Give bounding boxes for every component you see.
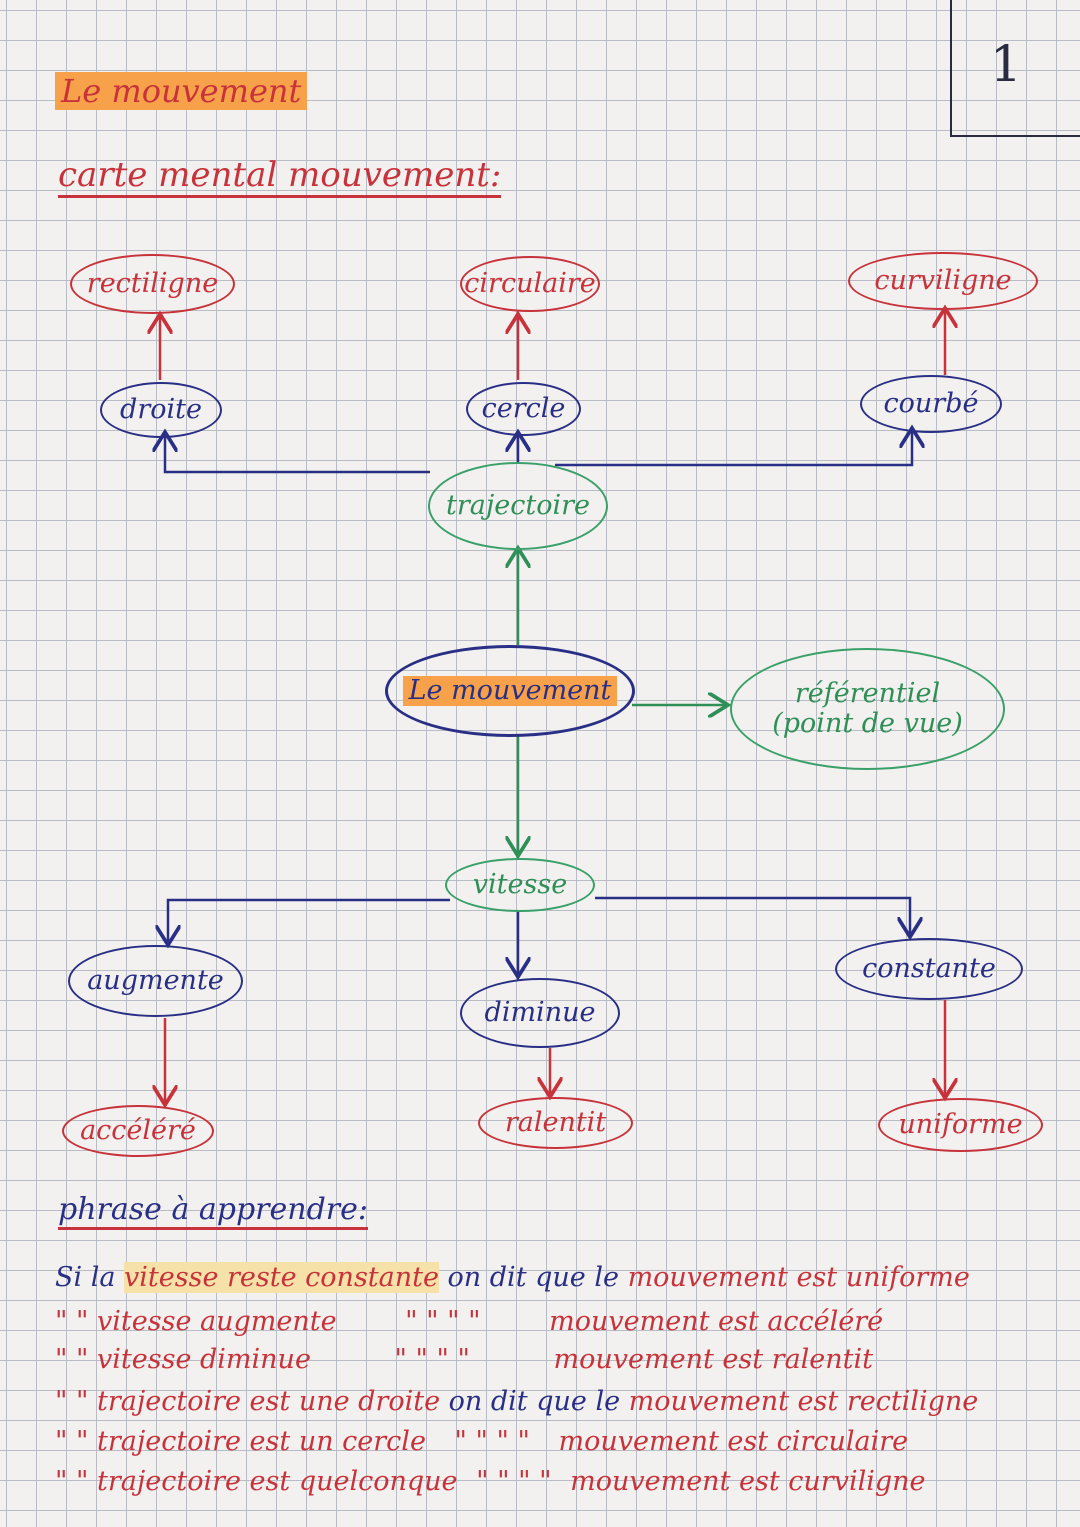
node-constante: constante [835, 938, 1023, 1000]
node-augmente: augmente [68, 945, 243, 1017]
node-diminue: diminue [460, 978, 620, 1048]
map-subtitle: carte mental mouvement: [58, 155, 502, 198]
node-circulaire: circulaire [460, 256, 600, 312]
node-uniforme: uniforme [878, 1098, 1043, 1152]
node-rectiligne: rectiligne [70, 254, 235, 314]
node-droite: droite [100, 382, 222, 438]
node-ralentit: ralentit [478, 1097, 633, 1149]
page-number: 1 [990, 35, 1022, 93]
sentence-1: Si la vitesse reste constante on dit que… [55, 1262, 970, 1293]
node-vitesse: vitesse [445, 858, 595, 912]
sentence-3: " " vitesse diminue " " " " mouvement es… [55, 1344, 874, 1375]
point-de-vue-label: (point de vue) [772, 708, 963, 739]
page-title: Le mouvement [55, 72, 308, 110]
page-number-box [950, 0, 1080, 137]
sentence-5: " " trajectoire est un cercle " " " " mo… [55, 1426, 909, 1457]
sentence-4: " " trajectoire est une droite on dit qu… [55, 1386, 979, 1417]
node-cercle: cercle [466, 382, 581, 436]
node-referentiel: référentiel (point de vue) [730, 648, 1005, 770]
node-le-mouvement-label: Le mouvement [402, 676, 618, 706]
node-courbe: courbé [860, 375, 1002, 433]
sentence-2: " " vitesse augmente " " " " mouvement e… [55, 1306, 884, 1337]
node-accelere: accéléré [62, 1105, 214, 1157]
node-curviligne: curviligne [848, 252, 1038, 310]
node-le-mouvement: Le mouvement [385, 645, 635, 737]
node-trajectoire: trajectoire [428, 462, 608, 550]
page-title-text: Le mouvement [55, 72, 308, 110]
referentiel-label: référentiel [794, 678, 941, 710]
phrase-heading: phrase à apprendre: [58, 1192, 368, 1230]
sentence-6: " " trajectoire est quelconque " " " " m… [55, 1466, 926, 1497]
